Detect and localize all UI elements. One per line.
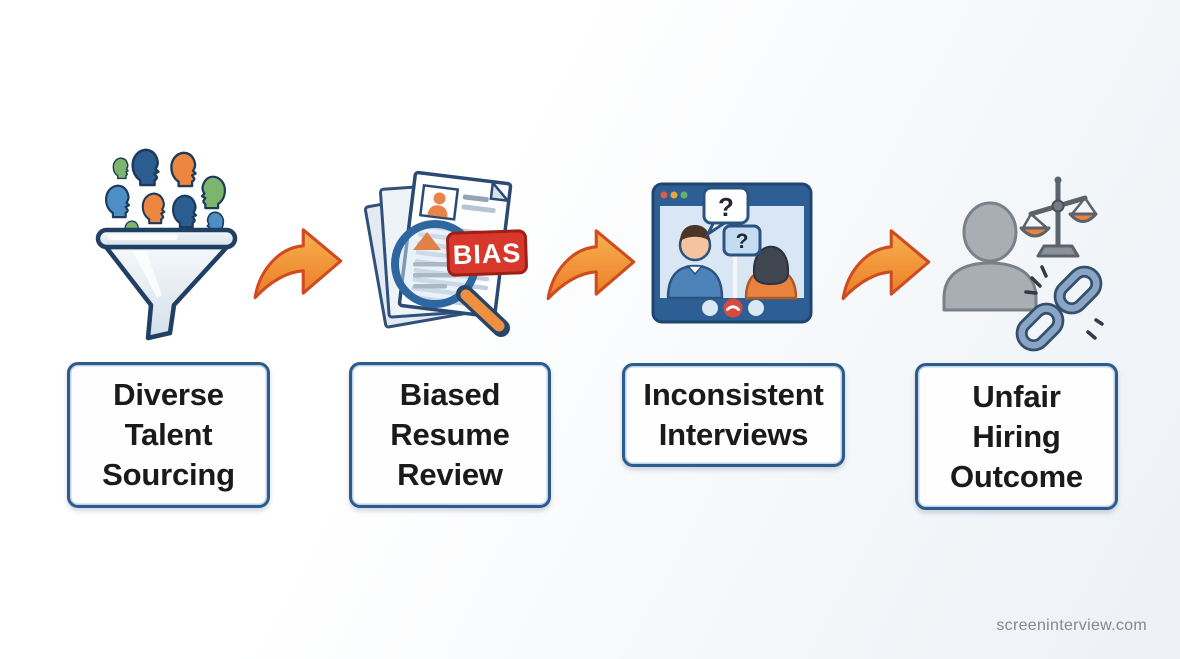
call-controls xyxy=(702,298,764,318)
question-mark: ? xyxy=(718,192,734,222)
funnel xyxy=(95,227,238,341)
bias-badge: BIAS xyxy=(446,229,528,277)
flow-arrow-icon xyxy=(253,228,343,300)
stage-box-inconsistent-interviews: Inconsistent Interviews xyxy=(622,363,845,467)
unbalanced-scale-icon xyxy=(1019,176,1098,258)
resume-stack-magnifier-icon: BIAS xyxy=(363,170,528,337)
stage-label-line: Biased xyxy=(399,377,501,412)
stage-label-line: Resume xyxy=(390,417,510,452)
question-bubble-large: ? xyxy=(702,186,750,239)
diverse-people-heads xyxy=(104,148,227,241)
bias-badge-label: BIAS xyxy=(452,238,522,270)
stage-label-line: Sourcing xyxy=(102,457,235,492)
stage-label-line: Talent xyxy=(124,417,213,452)
video-interview-window-icon: ? ? xyxy=(651,182,813,324)
stage-label-line: Review xyxy=(397,457,503,492)
person-silhouette xyxy=(942,201,1038,312)
flow-arrow-icon xyxy=(546,229,636,301)
person-unbalanced-scale-broken-chain-icon xyxy=(942,176,1104,352)
flow-arrow-icon xyxy=(841,229,931,301)
stage-box-diverse-talent-sourcing: Diverse Talent Sourcing xyxy=(67,362,270,508)
candidate-avatar xyxy=(744,245,798,300)
page-fold-corner xyxy=(489,179,511,203)
stage-label-line: Interviews xyxy=(658,417,809,452)
interviewer-avatar xyxy=(666,225,724,300)
broken-chain-icon xyxy=(1015,265,1104,352)
stage-box-unfair-hiring-outcome: Unfair Hiring Outcome xyxy=(915,363,1118,510)
window-traffic-dots xyxy=(660,191,688,199)
camera-button xyxy=(748,300,764,316)
stage-label-line: Hiring xyxy=(972,418,1061,454)
watermark: screeninterview.com xyxy=(996,617,1147,634)
stage-label-line: Inconsistent xyxy=(643,377,824,412)
stage-box-biased-resume-review: Biased Resume Review xyxy=(349,362,551,508)
question-mark: ? xyxy=(736,230,749,253)
break-sparks xyxy=(1024,265,1104,340)
stage-label-line: Outcome xyxy=(950,458,1083,494)
stage-label-line: Diverse xyxy=(113,377,224,412)
question-bubble-small: ? xyxy=(722,224,762,257)
handset-icon xyxy=(726,305,740,311)
mic-button xyxy=(702,300,718,316)
stage-label-line: Unfair xyxy=(972,378,1061,414)
funnel-with-diverse-people-icon xyxy=(95,148,238,341)
